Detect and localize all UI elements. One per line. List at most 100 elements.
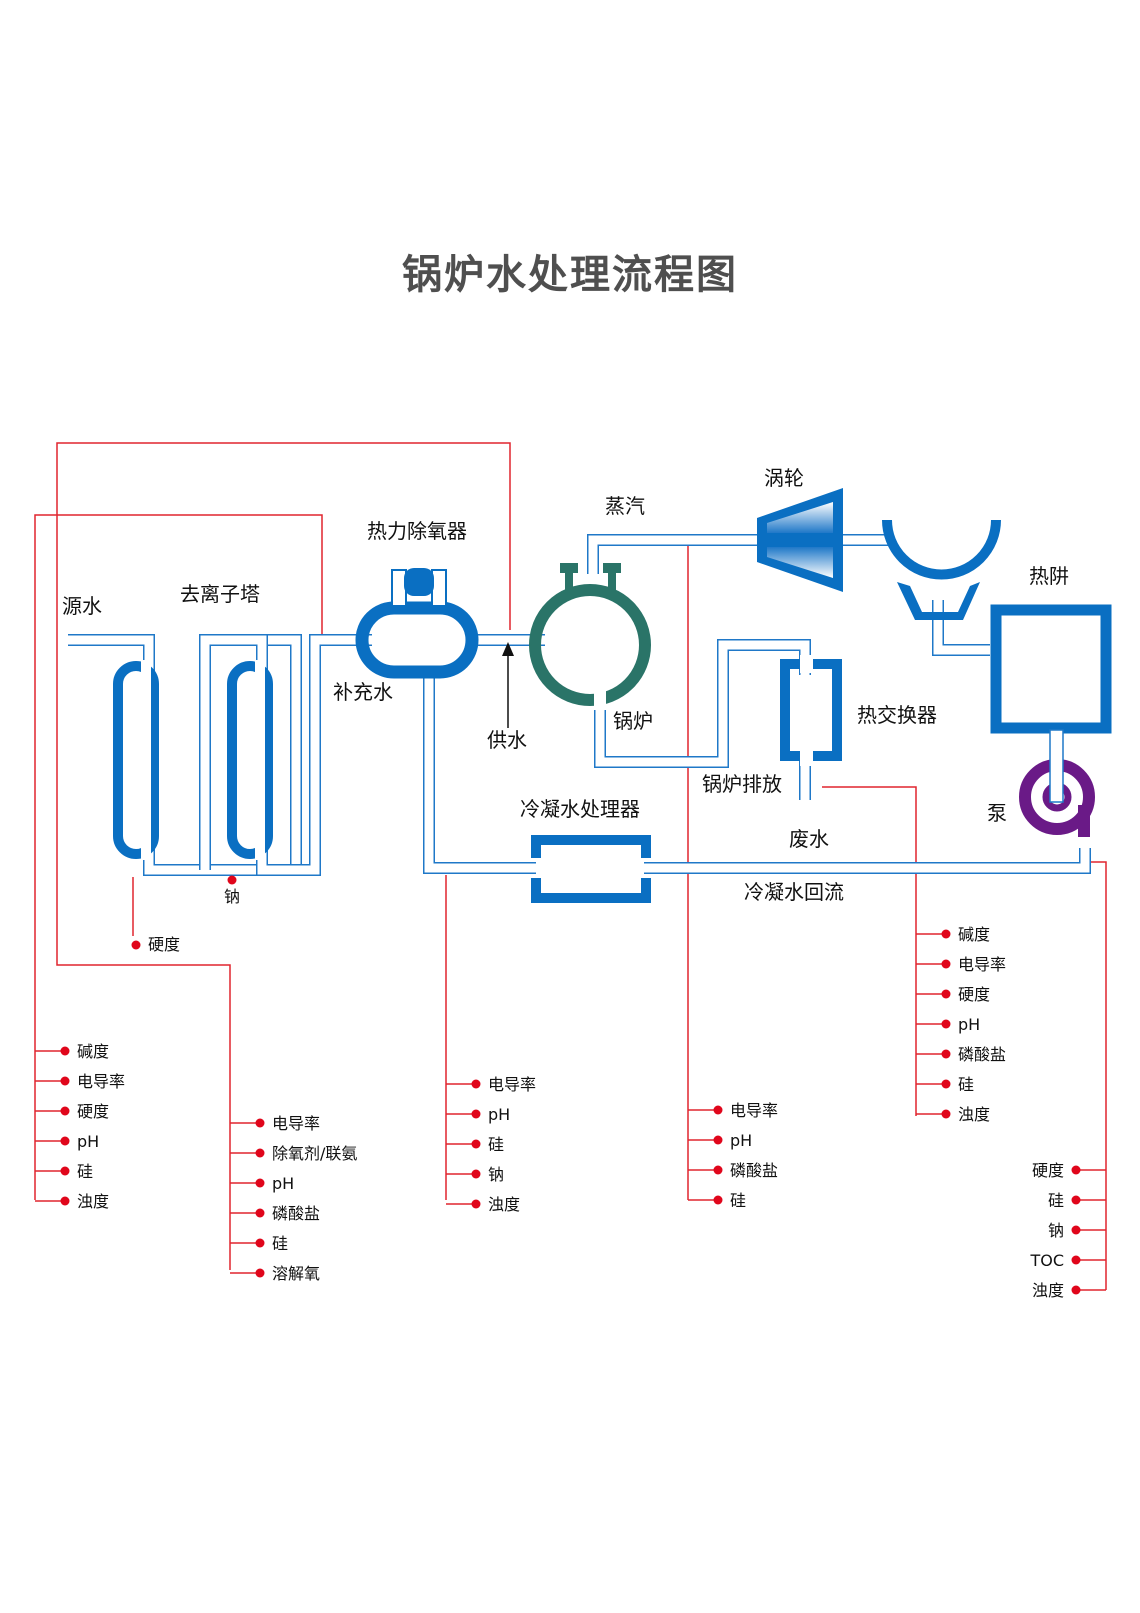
monitor-point-dot bbox=[471, 1139, 481, 1149]
condensate-treater bbox=[527, 835, 656, 903]
boiler bbox=[529, 563, 651, 710]
monitor-point-dot bbox=[255, 1118, 265, 1128]
monitor-parameter-label: pH bbox=[77, 1132, 99, 1151]
condensate-treater-label: 冷凝水处理器 bbox=[520, 797, 640, 821]
condenser bbox=[882, 519, 1001, 620]
monitor-point-dot bbox=[471, 1199, 481, 1209]
monitor-point-dot bbox=[60, 1076, 70, 1086]
boiler-blowdown-monitor-line bbox=[822, 786, 917, 1116]
monitor-parameter-label: 电导率 bbox=[958, 955, 1006, 974]
monitor-parameter-label: 电导率 bbox=[272, 1114, 320, 1133]
monitor-point-dot bbox=[1071, 1165, 1081, 1175]
sodium-tap-dot bbox=[227, 875, 237, 885]
monitor-parameter-label: pH bbox=[958, 1015, 980, 1034]
monitor-parameter-label: pH bbox=[730, 1131, 752, 1150]
hotwell-label: 热阱 bbox=[1029, 564, 1069, 588]
monitor-point-dot bbox=[1071, 1195, 1081, 1205]
monitor-parameter-label: 硅 bbox=[730, 1191, 746, 1210]
condensate-return-label: 冷凝水回流 bbox=[744, 880, 844, 904]
monitor-point-dot bbox=[60, 1046, 70, 1056]
monitor-point-dot bbox=[255, 1178, 265, 1188]
monitor-parameter-label: pH bbox=[272, 1174, 294, 1193]
page-title: 锅炉水处理流程图 bbox=[402, 252, 738, 298]
component-labels: 源水 去离子塔 热力除氧器 补充水 供水 蒸汽 涡轮 锅炉 热阱 热交换器 锅炉… bbox=[62, 466, 1069, 954]
monitor-point-dot bbox=[471, 1109, 481, 1119]
monitor-point-dot bbox=[60, 1106, 70, 1116]
monitor-point-dot bbox=[60, 1166, 70, 1176]
monitor-point-dot bbox=[941, 929, 951, 939]
monitor-parameter-label: 浊度 bbox=[1032, 1281, 1064, 1300]
monitor-point-dot bbox=[713, 1105, 723, 1115]
monitor-parameter-label: 浊度 bbox=[488, 1195, 520, 1214]
monitor-point-dot bbox=[941, 959, 951, 969]
monitor-point-dot bbox=[255, 1238, 265, 1248]
waste-water-label: 废水 bbox=[789, 827, 829, 851]
monitor-point-dot bbox=[1071, 1255, 1081, 1265]
monitor-parameter-label: 碱度 bbox=[77, 1042, 109, 1061]
monitor-point-dot bbox=[255, 1208, 265, 1218]
monitor-parameter-label: 硅 bbox=[77, 1162, 93, 1181]
pump bbox=[1019, 729, 1095, 837]
feed-water-monitor-line bbox=[56, 442, 511, 1270]
hardness-tap-dot bbox=[131, 940, 141, 950]
monitor-parameter-label: 磷酸盐 bbox=[272, 1204, 320, 1223]
monitor-parameter-label: 电导率 bbox=[730, 1101, 778, 1120]
monitor-parameter-label: 硅 bbox=[958, 1075, 974, 1094]
monitor-point-dot bbox=[471, 1079, 481, 1089]
monitor-parameter-label: 钠 bbox=[488, 1165, 504, 1184]
monitor-point-dot bbox=[471, 1169, 481, 1179]
monitor-parameter-label: 浊度 bbox=[958, 1105, 990, 1124]
boiler-label: 锅炉 bbox=[613, 709, 653, 733]
monitor-parameter-label: 磷酸盐 bbox=[958, 1045, 1006, 1064]
turbine-label: 涡轮 bbox=[764, 466, 804, 490]
monitor-parameter-label: pH bbox=[488, 1105, 510, 1124]
monitor-point-dot bbox=[255, 1148, 265, 1158]
source-water-monitor-line bbox=[34, 514, 323, 1200]
monitor-point-dot bbox=[941, 1109, 951, 1119]
monitor-parameter-label: 浊度 bbox=[77, 1192, 109, 1211]
boiler-blowdown-label: 锅炉排放 bbox=[702, 772, 782, 796]
monitor-point-dot bbox=[941, 989, 951, 999]
steam-label: 蒸汽 bbox=[605, 494, 645, 518]
monitor-parameter-label: 硅 bbox=[1048, 1191, 1064, 1210]
deionizer-column-2 bbox=[227, 661, 273, 859]
deaerator-label: 热力除氧器 bbox=[367, 519, 467, 543]
monitor-parameter-label: TOC bbox=[1029, 1251, 1064, 1270]
monitor-point-dot bbox=[713, 1135, 723, 1145]
monitor-parameter-label: 硅 bbox=[488, 1135, 504, 1154]
monitor-parameter-label: 碱度 bbox=[958, 925, 990, 944]
monitor-parameter-label: 溶解氧 bbox=[272, 1264, 320, 1283]
monitor-parameter-label: 钠 bbox=[1048, 1221, 1064, 1240]
feed-water-label: 供水 bbox=[487, 728, 527, 752]
monitor-parameter-label: 电导率 bbox=[488, 1075, 536, 1094]
makeup-water-label: 补充水 bbox=[333, 680, 393, 704]
monitor-point-dot bbox=[255, 1268, 265, 1278]
monitor-parameter-label: 硅 bbox=[272, 1234, 288, 1253]
source-water-label: 源水 bbox=[62, 594, 102, 618]
heat-exchanger bbox=[780, 655, 842, 766]
sodium-tap-label: 钠 bbox=[224, 887, 240, 906]
hardness-tap-label: 硬度 bbox=[148, 935, 180, 954]
monitor-parameter-label: 除氧剂/联氨 bbox=[272, 1144, 357, 1163]
monitor-point-dot bbox=[713, 1165, 723, 1175]
monitor-parameter-label: 硬度 bbox=[77, 1102, 109, 1121]
monitor-point-dot bbox=[713, 1195, 723, 1205]
monitor-point-dot bbox=[941, 1079, 951, 1089]
monitor-parameter-label: 硬度 bbox=[958, 985, 990, 1004]
hotwell bbox=[990, 604, 1112, 734]
monitor-point-dot bbox=[1071, 1225, 1081, 1235]
deaerator bbox=[355, 568, 479, 679]
monitor-parameter-label: 电导率 bbox=[77, 1072, 125, 1091]
feed-water-arrow bbox=[502, 642, 514, 728]
heat-exchanger-label: 热交换器 bbox=[857, 703, 937, 727]
monitor-parameter-label: 硬度 bbox=[1032, 1161, 1064, 1180]
turbine bbox=[757, 488, 843, 592]
deionizer-label: 去离子塔 bbox=[180, 582, 260, 606]
